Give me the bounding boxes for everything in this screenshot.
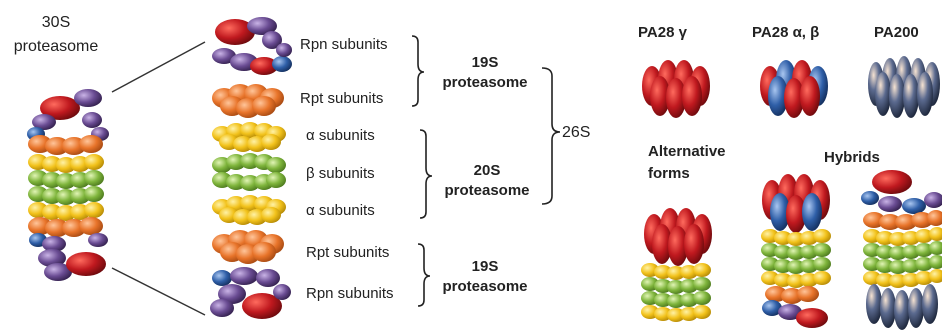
alternative-forms-label-line1: Alternative bbox=[648, 143, 726, 160]
20s-label-line2: proteasome bbox=[444, 182, 530, 199]
pa28-gamma-model bbox=[642, 60, 710, 118]
19s-bottom-label-line2: proteasome bbox=[442, 278, 528, 295]
30s-proteasome-model bbox=[27, 89, 109, 281]
rpn-top-model bbox=[212, 17, 292, 75]
hybrids-label: Hybrids bbox=[824, 149, 880, 166]
19s-top-label-line1: 19S bbox=[471, 54, 499, 71]
beta-label: β subunits bbox=[306, 165, 375, 182]
hybrid-2-model bbox=[861, 170, 942, 330]
alpha-bottom-label: α subunits bbox=[306, 202, 375, 219]
rpn-bottom-model bbox=[210, 267, 291, 319]
rpn-bottom-label: Rpn subunits bbox=[306, 285, 394, 302]
30s-title-line2: proteasome bbox=[13, 38, 99, 55]
alternative-forms-label-line2: forms bbox=[648, 165, 690, 182]
30s-title-line1: 30S bbox=[41, 14, 71, 31]
rpn-top-label: Rpn subunits bbox=[300, 36, 388, 53]
pa200-model bbox=[868, 56, 940, 118]
26s-label: 26S bbox=[562, 124, 591, 141]
20s-label-line1: 20S bbox=[473, 162, 501, 179]
alpha-top-model bbox=[212, 122, 286, 152]
alpha-bottom-model bbox=[212, 195, 286, 225]
pa200-label: PA200 bbox=[874, 24, 919, 41]
19s-top-label-line2: proteasome bbox=[442, 74, 528, 91]
connector-line-bottom bbox=[111, 267, 206, 316]
beta-model bbox=[212, 153, 286, 191]
rpt-top-label: Rpt subunits bbox=[300, 90, 384, 107]
19s-bottom-label-line1: 19S bbox=[471, 258, 499, 275]
pa28-alpha-beta-model bbox=[760, 60, 828, 118]
pa28-gamma-label: PA28 γ bbox=[638, 24, 687, 41]
hybrid-1-model bbox=[761, 174, 831, 328]
rpt-bottom-model bbox=[212, 230, 284, 264]
brackets bbox=[411, 35, 561, 307]
rpt-top-model bbox=[212, 84, 284, 118]
alpha-top-label: α subunits bbox=[306, 127, 375, 144]
rpt-bottom-label: Rpt subunits bbox=[306, 244, 390, 261]
pa28-alpha-beta-label: PA28 α, β bbox=[752, 24, 820, 41]
connector-line-top bbox=[111, 41, 206, 93]
alternative-form-model bbox=[641, 208, 712, 322]
